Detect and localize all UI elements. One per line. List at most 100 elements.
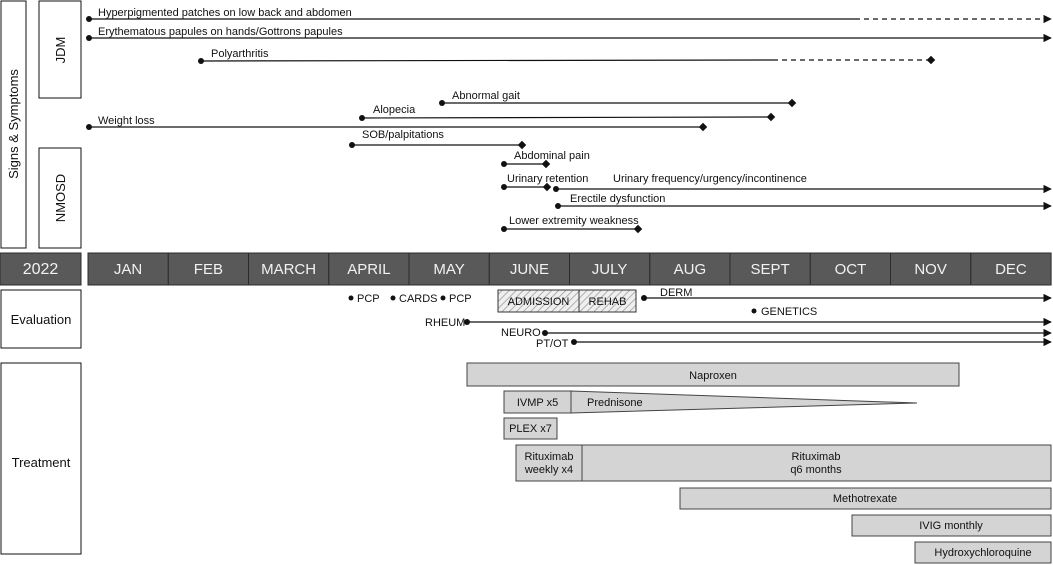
symptom-urinary-frequency: Urinary frequency/urgency/incontinence [553,173,1052,194]
symptom-label: Abdominal pain [514,150,590,162]
symptom-erythematous-papules: Erythematous papules on hands/Gottrons p… [86,26,1052,43]
treatment-label: IVIG monthly [919,520,983,532]
month-label: NOV [914,261,947,278]
treatment-hydroxychloroquine: Hydroxychloroquine [914,541,1052,564]
eval-label: RHEUM [425,317,465,329]
month-cell [649,252,731,286]
month-cell [569,252,651,286]
treatment-frame [0,362,82,555]
eval-label: PT/OT [536,338,569,350]
month-cell [87,252,169,286]
evaluation-frame [0,289,82,349]
treatment-label: Rituximab [792,451,841,463]
month-label: OCT [835,261,867,278]
symptom-weight-loss: Weight loss [86,115,708,132]
symptom-label: Erythematous papules on hands/Gottrons p… [98,26,343,38]
symptom-alopecia: Alopecia [359,104,776,122]
month-label: MARCH [261,261,316,278]
signs-symptoms-label: Signs & Symptoms [6,69,21,179]
eval-genetics: GENETICS [751,306,817,318]
eval-cards: CARDS [390,293,438,305]
eval-label: PCP [449,293,472,305]
treatment-label: PLEX x7 [509,423,552,435]
signs-symptoms-frame [0,0,27,249]
treatment-rituximab-weekly: Rituximab weekly x4 [515,444,583,482]
jdm-label: JDM [53,37,68,64]
symptom-label: Alopecia [373,104,416,116]
treatment-sublabel: q6 months [790,464,842,476]
month-cell [890,252,972,286]
eval-derm: DERM [641,287,1052,303]
nmosd-label: NMOSD [53,174,68,222]
treatment-label: Rituximab [525,451,574,463]
symptom-label: Abnormal gait [452,90,520,102]
eval-label: ADMISSION [508,296,570,308]
eval-label: PCP [357,293,380,305]
treatment-label: Hydroxychloroquine [934,547,1031,559]
symptom-polyarthritis: Polyarthritis [198,48,936,65]
month-label: SEPT [751,261,790,278]
year-label: 2022 [23,261,59,278]
eval-pcp-april: PCP [348,293,380,305]
symptom-abnormal-gait: Abnormal gait [439,90,797,108]
month-label: JUNE [510,261,549,278]
symptom-label: Weight loss [98,115,155,127]
eval-label: GENETICS [761,306,817,318]
month-label: FEB [194,261,223,278]
symptom-lower-extremity-weakness: Lower extremity weakness [501,215,643,234]
symptom-label: Erectile dysfunction [570,193,665,205]
treatment-label: IVMP x5 [517,397,558,409]
symptom-erectile-dysfunction: Erectile dysfunction [555,193,1052,211]
month-cell [729,252,811,286]
symptom-urinary-retention: Urinary retention [501,173,588,192]
symptom-label: SOB/palpitations [362,129,444,141]
symptom-label: Hyperpigmented patches on low back and a… [98,7,352,19]
nmosd-frame [38,147,82,249]
month-label: AUG [674,261,707,278]
treatment-ivig: IVIG monthly [851,514,1052,537]
symptom-label: Polyarthritis [211,48,269,60]
month-label: JULY [592,261,628,278]
symptom-label: Urinary frequency/urgency/incontinence [613,173,807,185]
eval-admission: ADMISSION [497,289,580,313]
symptom-label: Urinary retention [507,173,588,185]
symptom-sob-palpitations: SOB/palpitations [349,129,527,150]
treatment-prednisone: Prednisone [570,390,918,414]
eval-rheum: RHEUM [425,317,1052,329]
month-label: JAN [114,261,142,278]
eval-rehab: REHAB [578,289,637,313]
treatment-label: Prednisone [587,397,643,409]
jdm-frame [38,0,82,99]
eval-neuro: NEURO [501,327,1052,339]
treatment-rituximab-q6: Rituximab q6 months [581,444,1052,482]
month-cell [248,252,330,286]
treatment-methotrexate: Methotrexate [679,487,1052,510]
treatment-label: Naproxen [689,370,737,382]
month-cell [809,252,892,286]
evaluation-label: Evaluation [11,312,72,327]
eval-label: CARDS [399,293,438,305]
symptom-label: Lower extremity weakness [509,215,639,227]
treatment-naproxen: Naproxen [466,362,960,387]
treatment-bars: Naproxen IVMP x5 Prednisone PLEX x7 Ritu… [466,362,1052,564]
treatment-plex: PLEX x7 [503,417,558,440]
month-cell [970,252,1052,286]
treatment-sublabel: weekly x4 [524,464,573,476]
month-label: APRIL [347,261,390,278]
month-label: DEC [995,261,1027,278]
treatment-ivmp: IVMP x5 [503,390,572,414]
treatment-label: Methotrexate [833,493,897,505]
symptom-abdominal-pain: Abdominal pain [501,150,590,169]
year-cell [0,252,82,286]
eval-label: NEURO [501,327,541,339]
treatment-label: Treatment [12,455,71,470]
symptom-timelines: Hyperpigmented patches on low back and a… [86,7,1052,234]
eval-pcp-may: PCP [440,293,472,305]
symptom-hyperpigmented: Hyperpigmented patches on low back and a… [86,7,1052,24]
eval-pt-ot: PT/OT [536,337,1052,350]
eval-label: REHAB [589,296,627,308]
month-cell [488,252,571,286]
evaluation-timelines: PCP CARDS PCP ADMISSION REHAB DERM GENET… [348,287,1052,350]
eval-label: DERM [660,287,692,299]
